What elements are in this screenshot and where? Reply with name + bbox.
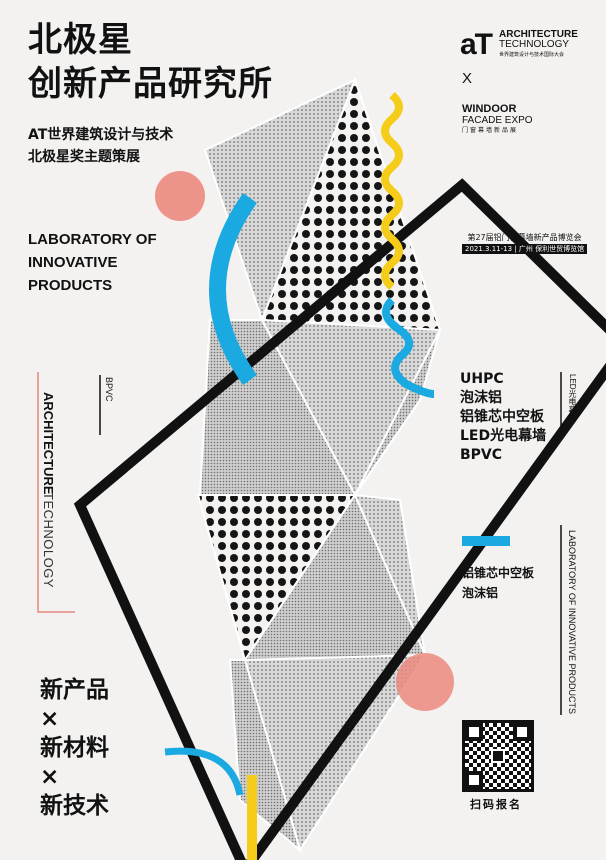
at-logo-mark: aT [460,28,493,61]
title-line2: 创新产品研究所 [28,64,273,104]
coral-circle-bottom [396,653,454,711]
vertical-led: LED光电幕墙 [568,374,577,422]
windoor-name1: WINDOOR [462,103,517,115]
bottom-slogan: 新产品 × 新材料 × 新技术 [40,676,109,821]
vertical-technology: TECHNOLOGY [41,492,56,588]
slogan-line: × [40,706,60,732]
expo-info: 第27届铝门窗幕墙新产品博览会 2021.3.11-13 | 广州 保利世贸博览… [462,232,588,254]
logo-name1: ARCHITECTURE [499,29,578,40]
triangle-column [196,77,442,853]
lab-line: LABORATORY OF [28,231,157,248]
coral-circle-top [155,171,205,221]
logo-name2: TECHNOLOGY [499,39,570,50]
material-item: LED光电幕墙 [460,428,547,444]
lab-title: LABORATORY OF INNOVATIVE PRODUCTS [28,228,157,297]
expo-dates: 2021.3.11-13 | 广州 保利世贸博览馆 [462,244,588,254]
materials-list-2: 铝锥芯中空板 泡沫铝 [462,563,534,603]
material-item: 铝锥芯中空板 [462,566,535,580]
windoor-logo: WINDOOR FACADE EXPO 门窗幕墙新品展 [462,104,533,137]
yellow-wave [381,91,403,291]
subtitle-line1: AT世界建筑设计与技术 [28,127,174,143]
logo-cn: 世界建筑设计与技术国际大会 [499,52,565,58]
materials-list: UHPC 泡沫铝 铝锥芯中空板 LED光电幕墙 BPVC [460,370,546,465]
at-logo: aT ARCHITECTURE TECHNOLOGY 世界建筑设计与技术国际大会 [460,30,578,60]
material-item: 泡沫铝 [460,390,502,406]
material-item: 铝锥芯中空板 [460,409,544,425]
windoor-name2: FACADE EXPO [462,115,533,126]
lab-line: PRODUCTS [28,277,113,294]
vertical-architecture: ARCHITECTURE [41,392,56,495]
slogan-line: × [40,764,60,790]
yellow-bar [247,775,257,860]
material-item: 泡沫铝 [462,586,499,600]
blue-curve-bottom [164,747,244,796]
slogan-line: 新技术 [40,793,109,819]
blue-arc [209,193,257,385]
blue-bar [462,536,510,546]
slogan-line: 新材料 [40,735,109,761]
left-bracket-line [37,372,75,613]
page-title: 北极星 创新产品研究所 [28,18,273,106]
material-item: UHPC [460,371,504,387]
windoor-cn: 门窗幕墙新品展 [462,128,519,134]
lab-line: INNOVATIVE [28,254,118,271]
vertical-bpvc: BPVC [104,377,114,402]
blue-wave [382,297,435,398]
subtitle-line2: 北极星奖主题策展 [28,149,140,165]
subtitle: AT世界建筑设计与技术 北极星奖主题策展 [28,124,173,168]
diamond-frame [73,178,606,860]
qr-code[interactable] [462,720,534,792]
expo-title: 第27届铝门窗幕墙新产品博览会 [467,233,582,242]
title-line1: 北极星 [28,20,133,60]
cross-mark: X [462,70,473,87]
vertical-lab: LABORATORY OF INNOVATIVE PRODUCTS [567,530,577,715]
qr-label: 扫码报名 [470,798,522,811]
material-item: BPVC [460,447,503,463]
slogan-line: 新产品 [40,677,109,703]
vertical-technology-text: TECHNOLOGY [41,492,56,589]
